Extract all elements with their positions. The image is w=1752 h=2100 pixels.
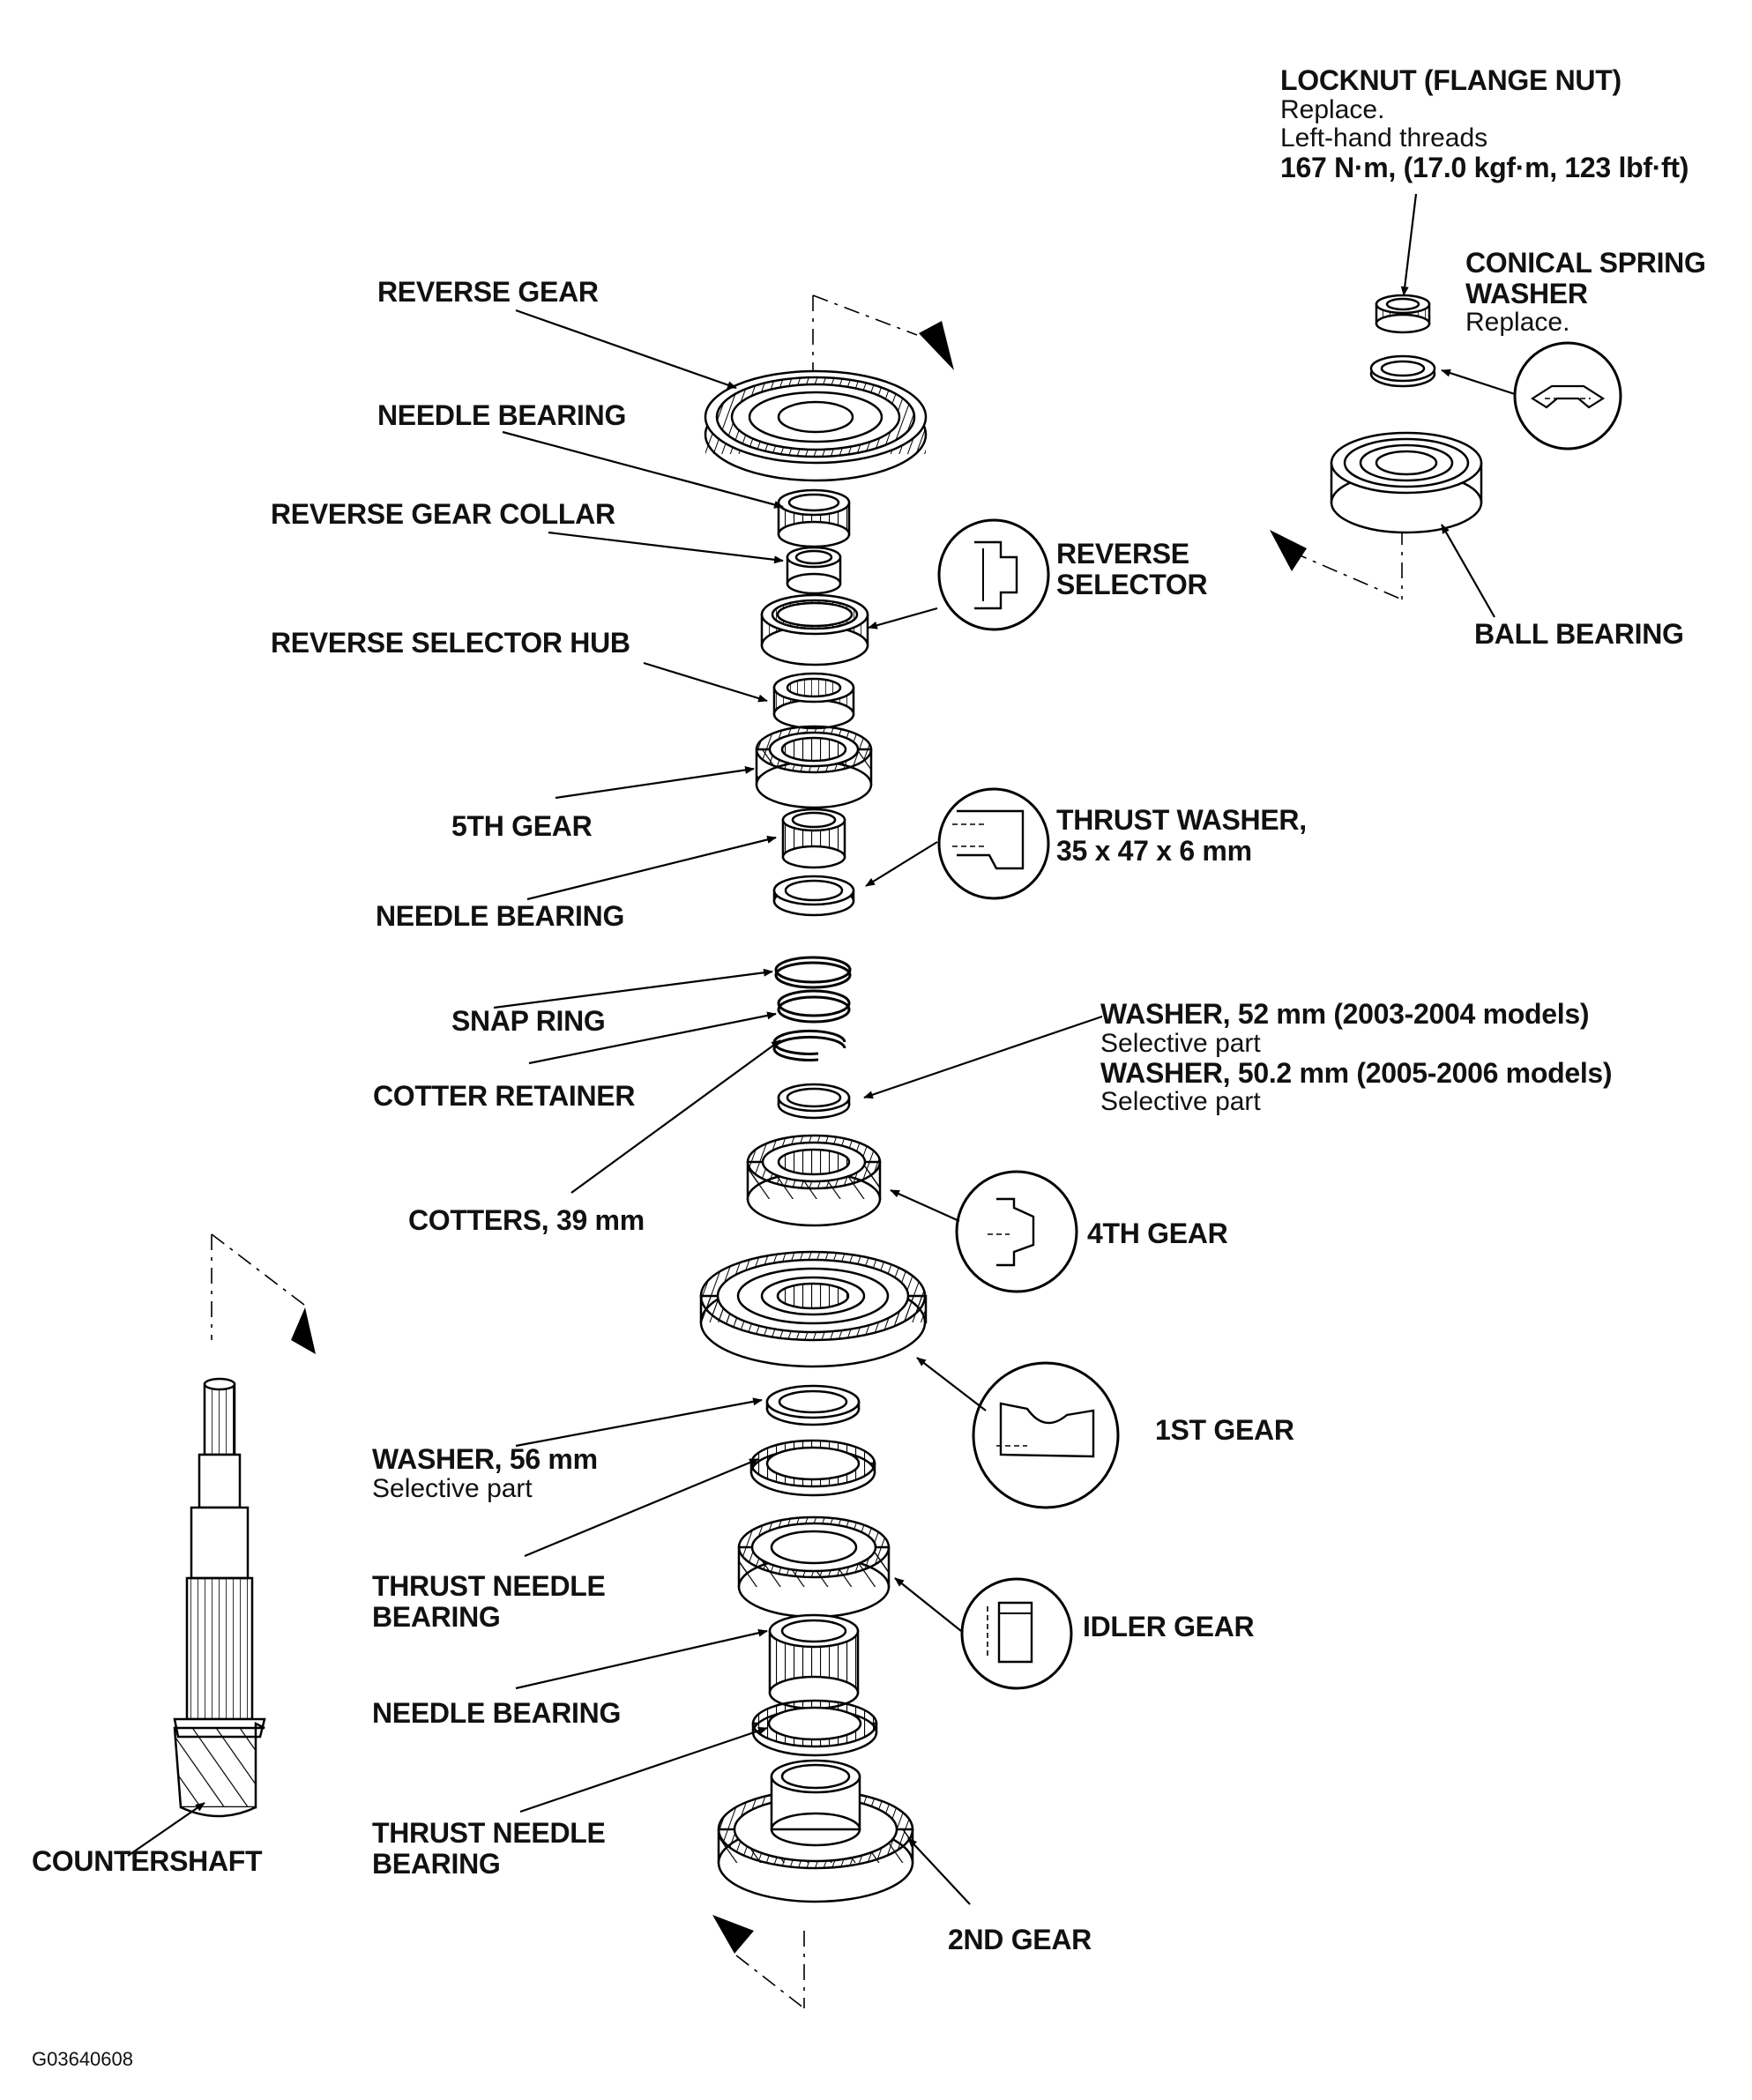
conical-washer-name-2: WASHER xyxy=(1465,277,1588,309)
locknut-note-replace: Replace. xyxy=(1280,94,1385,124)
thrust-needle-bearing-1-line-2: BEARING xyxy=(372,1600,501,1633)
conical-spring-washer-part xyxy=(1369,354,1436,388)
conical-washer-label: CONICAL SPRING WASHER Replace. xyxy=(1465,248,1706,337)
thrust-washer-line-2: 35 x 47 x 6 mm xyxy=(1056,834,1252,867)
washer-56-label: WASHER, 56 mm Selective part xyxy=(372,1444,598,1503)
conical-washer-note: Replace. xyxy=(1465,308,1570,338)
thrust-needle-bearing-2-line-2: BEARING xyxy=(372,1847,501,1880)
triangle-right xyxy=(1270,530,1307,571)
thrust-washer-label: THRUST WASHER, 35 x 47 x 6 mm xyxy=(1056,805,1307,866)
fifth-gear-label: 5TH GEAR xyxy=(451,810,593,842)
needle-bearing-3-label: NEEDLE BEARING xyxy=(372,1697,622,1729)
figure-code: G03640608 xyxy=(32,2048,133,2070)
cotters-label: COTTERS, 39 mm xyxy=(408,1204,645,1236)
countershaft-part xyxy=(173,1377,266,1818)
reverse-gear xyxy=(704,369,928,482)
snap-ring-label: SNAP RING xyxy=(451,1005,606,1037)
triangle-bottom xyxy=(712,1915,754,1954)
countershaft-label: COUNTERSHAFT xyxy=(32,1845,263,1877)
callout-first-gear xyxy=(972,1361,1120,1509)
thrust-needle-bearing-2-line-1: THRUST NEEDLE xyxy=(372,1817,606,1849)
reverse-gear-collar-label: REVERSE GEAR COLLAR xyxy=(271,498,615,530)
triangle-top xyxy=(919,321,954,370)
cotters xyxy=(772,1029,846,1061)
locknut-name: LOCKNUT (FLANGE NUT) xyxy=(1280,64,1622,96)
needle-bearing-1-label: NEEDLE BEARING xyxy=(377,399,627,431)
second-gear xyxy=(717,1759,914,1903)
reverse-selector-hub-label: REVERSE SELECTOR HUB xyxy=(271,627,630,659)
first-gear xyxy=(699,1250,928,1368)
needle-bearing-3 xyxy=(768,1613,860,1710)
fifth-gear xyxy=(755,725,873,809)
callout-fourth-gear xyxy=(955,1170,1078,1293)
washer-52-name: WASHER, 52 mm (2003-2004 models) xyxy=(1100,998,1590,1030)
cotter-retainer xyxy=(777,989,851,1024)
reverse-gear-label: REVERSE GEAR xyxy=(377,276,599,308)
locknut-note-threads: Left-hand threads xyxy=(1280,123,1488,153)
washer-50-2-note: Selective part xyxy=(1100,1087,1261,1117)
first-gear-label: 1ST GEAR xyxy=(1155,1414,1294,1446)
callout-thrust-washer xyxy=(937,787,1050,900)
thrust-needle-bearing-2-label: THRUST NEEDLE BEARING xyxy=(372,1818,606,1879)
washer-52 xyxy=(777,1083,851,1120)
snap-ring xyxy=(774,956,852,989)
reverse-selector-sleeve xyxy=(760,593,869,666)
locknut-part xyxy=(1375,294,1431,334)
cotter-retainer-label: COTTER RETAINER xyxy=(373,1080,636,1112)
needle-bearing-2-label: NEEDLE BEARING xyxy=(376,900,625,932)
conical-washer-name-1: CONICAL SPRING xyxy=(1465,247,1706,279)
callout-reverse-selector xyxy=(937,518,1050,631)
washer-56-name: WASHER, 56 mm xyxy=(372,1443,598,1475)
reverse-gear-collar xyxy=(786,546,842,595)
reverse-selector-label: REVERSE SELECTOR xyxy=(1056,538,1208,600)
locknut-label: LOCKNUT (FLANGE NUT) Replace. Left-hand … xyxy=(1280,65,1689,183)
thrust-washer xyxy=(772,875,855,917)
washer-50-2-name: WASHER, 50.2 mm (2005-2006 models) xyxy=(1100,1056,1613,1089)
idler-gear-label: IDLER GEAR xyxy=(1083,1611,1255,1642)
fourth-gear-label: 4TH GEAR xyxy=(1087,1218,1228,1249)
reverse-selector-hub xyxy=(772,672,855,730)
washer-56 xyxy=(765,1384,861,1426)
callout-conical-washer xyxy=(1513,341,1622,451)
reverse-selector-line-1: REVERSE xyxy=(1056,538,1189,570)
direction-triangles xyxy=(291,321,1307,1954)
washer-52-label: WASHER, 52 mm (2003-2004 models) Selecti… xyxy=(1100,998,1613,1117)
leader-lines xyxy=(127,193,1516,1905)
thrust-needle-bearing-1 xyxy=(749,1439,876,1497)
ball-bearing-label: BALL BEARING xyxy=(1474,618,1684,650)
triangle-shaft xyxy=(291,1307,316,1354)
thrust-washer-line-1: THRUST WASHER, xyxy=(1056,804,1307,836)
idler-gear xyxy=(737,1515,891,1619)
second-gear-label: 2ND GEAR xyxy=(948,1924,1092,1955)
needle-bearing-2 xyxy=(781,808,846,869)
thrust-needle-bearing-1-label: THRUST NEEDLE BEARING xyxy=(372,1571,606,1632)
ball-bearing-part xyxy=(1330,431,1483,534)
thrust-needle-bearing-2 xyxy=(751,1699,878,1757)
callout-idler-gear xyxy=(960,1577,1073,1690)
needle-bearing-1 xyxy=(777,488,851,548)
thrust-needle-bearing-1-line-1: THRUST NEEDLE xyxy=(372,1570,606,1602)
fourth-gear xyxy=(746,1134,882,1227)
washer-56-note: Selective part xyxy=(372,1473,533,1503)
axis-lines xyxy=(211,294,1403,2009)
locknut-torque: 167 N·m, (17.0 kgf·m, 123 lbf·ft) xyxy=(1280,152,1689,184)
washer-52-note: Selective part xyxy=(1100,1028,1261,1058)
reverse-selector-line-2: SELECTOR xyxy=(1056,568,1208,600)
